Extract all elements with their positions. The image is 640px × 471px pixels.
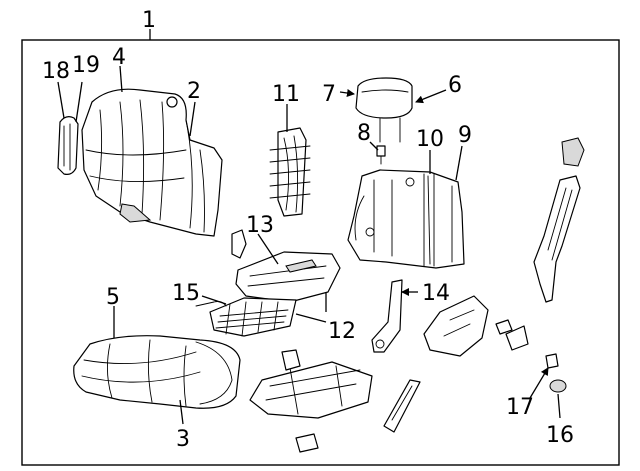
part-9-back-frame bbox=[347, 169, 465, 269]
part-12-seat-spring bbox=[195, 297, 297, 337]
callout-16: 16 bbox=[546, 423, 574, 448]
leader-17 bbox=[529, 367, 549, 399]
leader-2 bbox=[189, 101, 196, 137]
leader-9 bbox=[455, 145, 463, 181]
callout-19: 19 bbox=[72, 53, 100, 78]
leader-19 bbox=[75, 81, 83, 123]
callout-10: 10 bbox=[416, 127, 444, 152]
callout-8: 8 bbox=[357, 121, 371, 146]
part-6-headrest bbox=[355, 77, 413, 143]
callout-6: 6 bbox=[448, 73, 462, 98]
part-13-seat-pan bbox=[231, 229, 341, 303]
part-clips bbox=[295, 319, 529, 453]
part-16-cap bbox=[549, 379, 567, 393]
callout-17: 17 bbox=[506, 395, 534, 420]
leader-15 bbox=[201, 295, 227, 305]
part-seat-belt bbox=[533, 137, 585, 303]
part-seat-track bbox=[249, 349, 373, 419]
callout-14: 14 bbox=[422, 281, 450, 306]
leader-16 bbox=[557, 393, 561, 419]
leader-18 bbox=[57, 81, 65, 119]
callout-4: 4 bbox=[112, 45, 126, 70]
callout-9: 9 bbox=[458, 123, 472, 148]
leader-12 bbox=[295, 313, 327, 323]
leader-13 bbox=[257, 233, 279, 265]
callout-3: 3 bbox=[176, 427, 190, 452]
assembly-frame bbox=[21, 39, 620, 466]
leader-7 bbox=[339, 89, 355, 97]
leader-8 bbox=[369, 141, 379, 151]
callout-18: 18 bbox=[42, 59, 70, 84]
leader-3 bbox=[179, 399, 184, 425]
part-4-seat-back-cover bbox=[81, 88, 223, 237]
callout-2: 2 bbox=[187, 79, 201, 104]
callout-13: 13 bbox=[246, 213, 274, 238]
leader-6 bbox=[415, 89, 447, 104]
callout-1: 1 bbox=[142, 8, 156, 33]
callout-7: 7 bbox=[322, 82, 336, 107]
part-11-spring-mat bbox=[269, 127, 311, 217]
part-17-knob bbox=[545, 353, 559, 369]
callout-12: 12 bbox=[328, 319, 356, 344]
part-14-recliner bbox=[371, 279, 403, 353]
part-5-seat-cushion bbox=[73, 335, 241, 409]
callout-5: 5 bbox=[106, 285, 120, 310]
part-side-shield bbox=[423, 295, 489, 357]
leader-4 bbox=[119, 65, 123, 93]
part-18-trim-pad bbox=[57, 116, 79, 175]
part-rail bbox=[383, 379, 421, 433]
part-8-guide bbox=[376, 145, 386, 165]
callout-15: 15 bbox=[172, 281, 200, 306]
callout-11: 11 bbox=[272, 82, 300, 107]
